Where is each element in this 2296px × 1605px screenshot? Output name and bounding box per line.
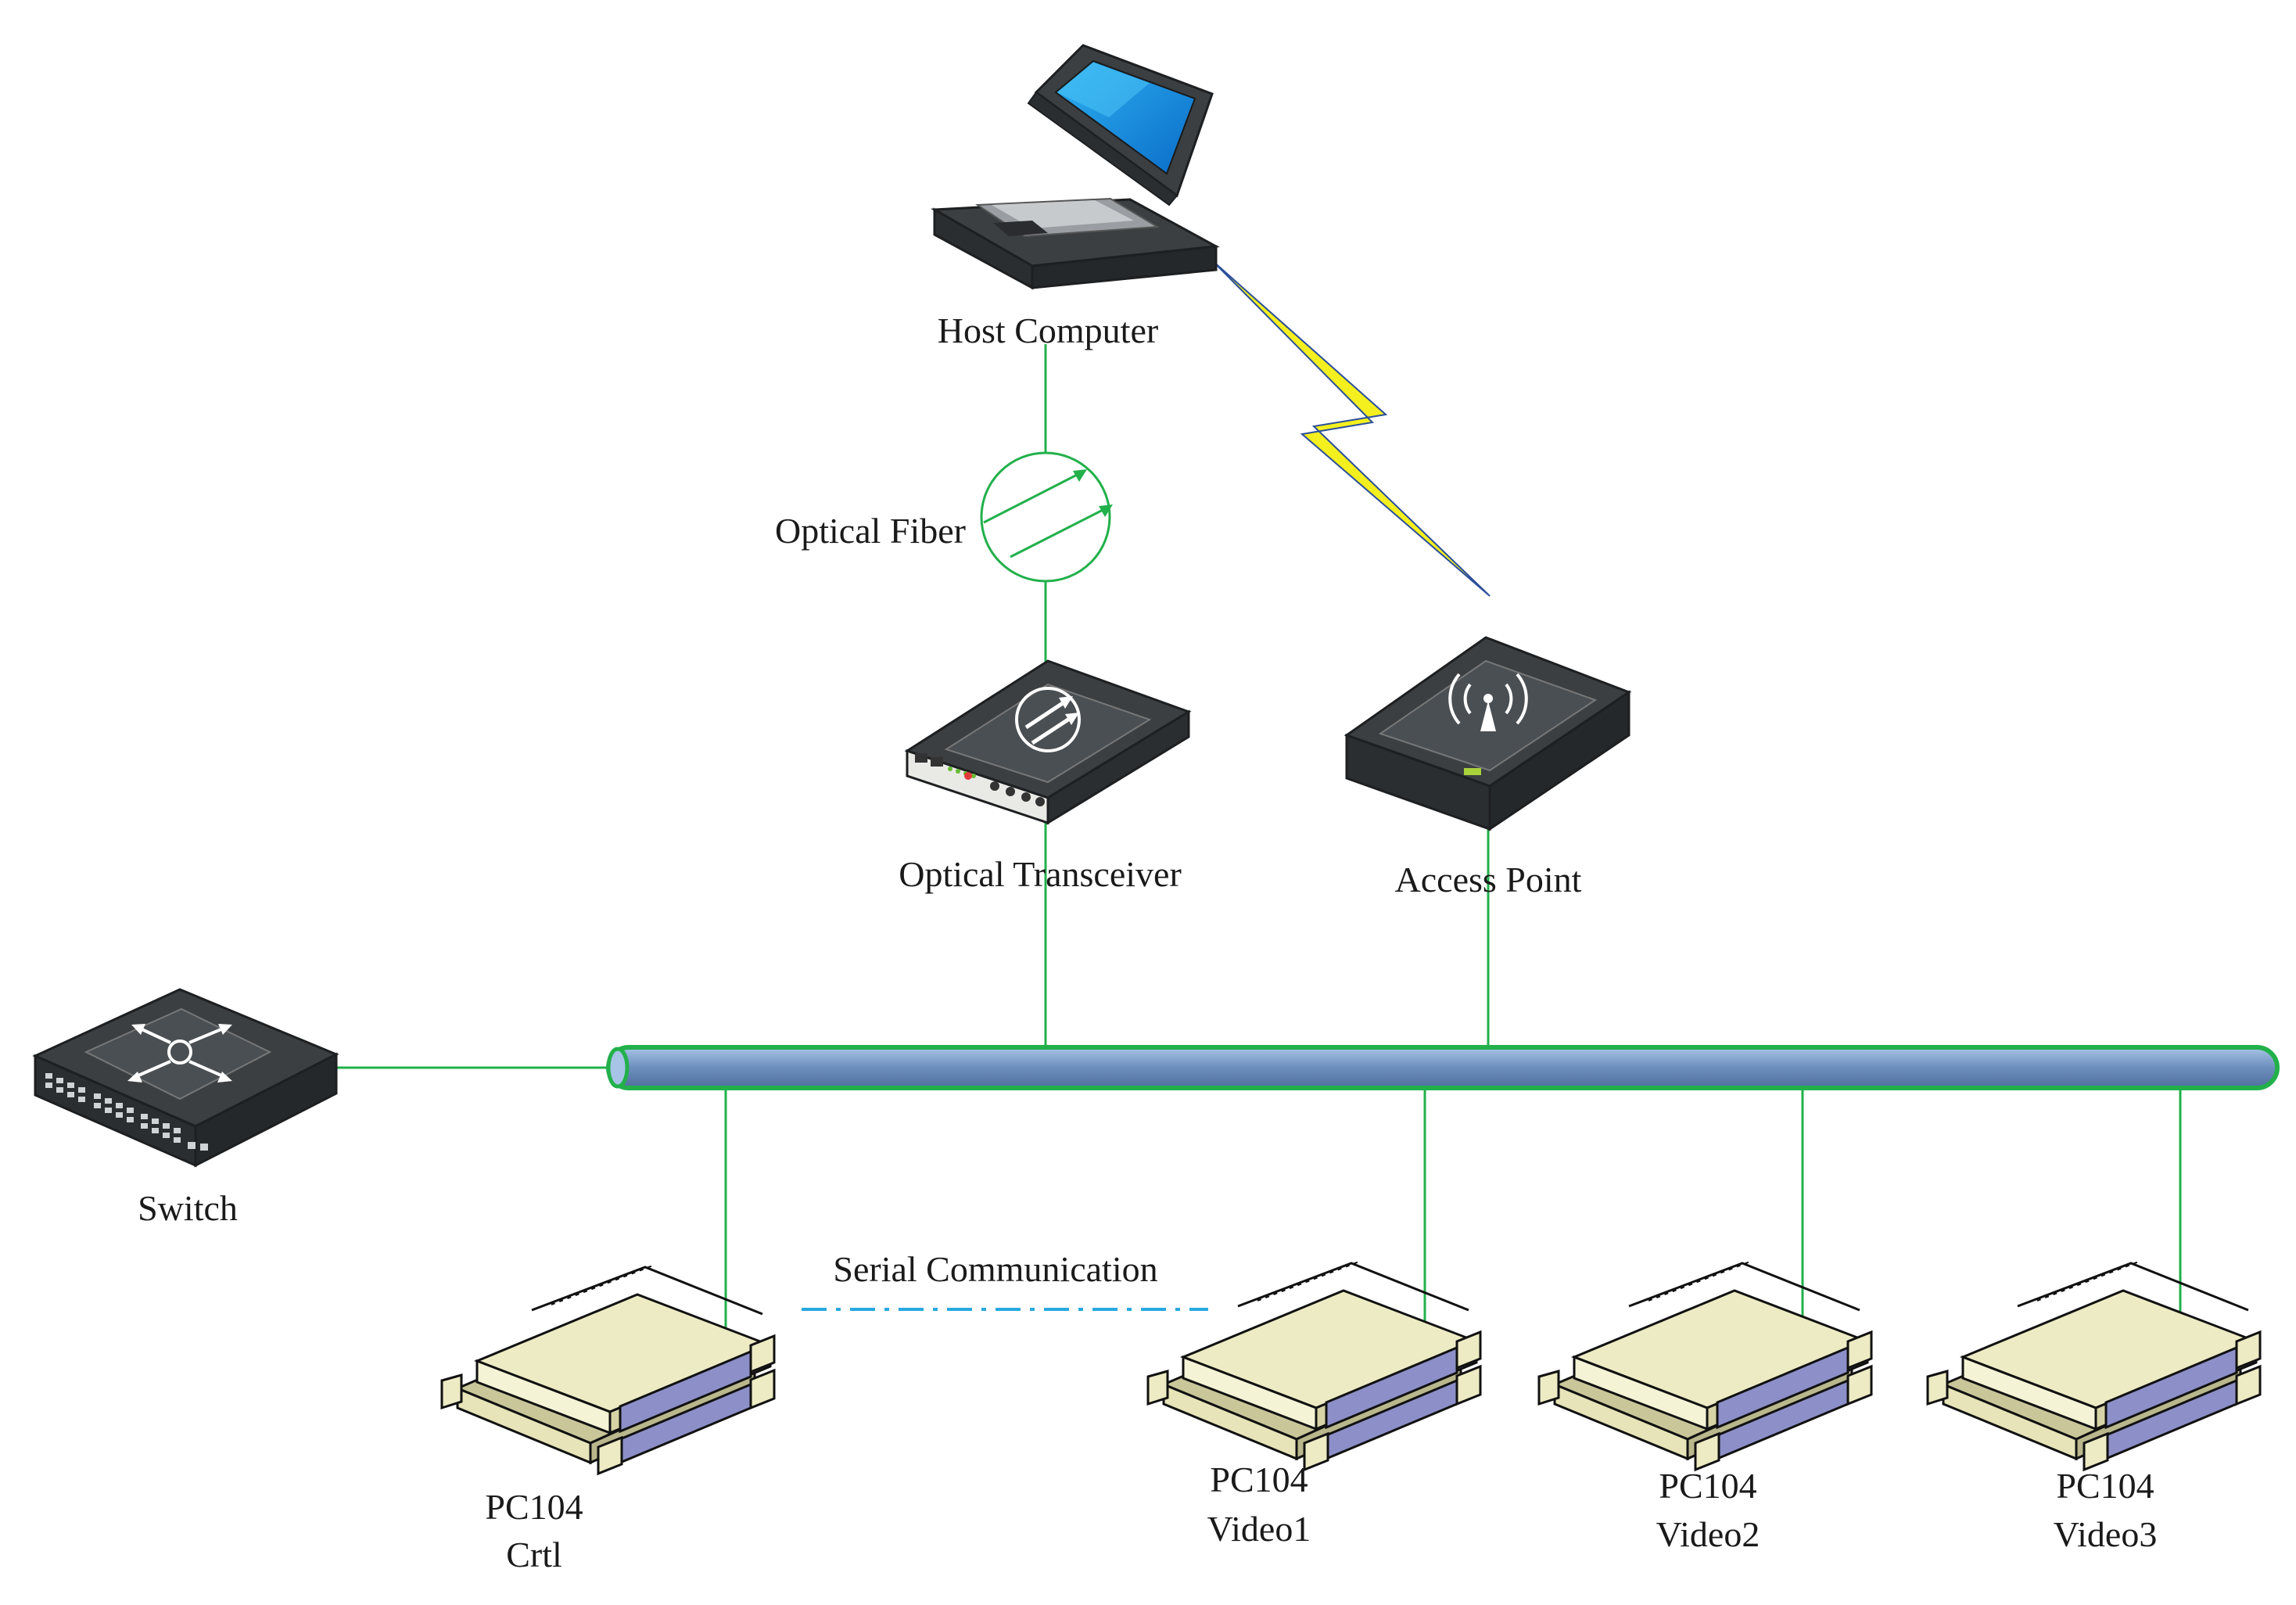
- serial-communication-label: Serial Communication: [833, 1249, 1157, 1289]
- pc104-board-icon: [440, 1264, 776, 1475]
- optical-transceiver-icon: [904, 659, 1192, 825]
- optical-fiber-label: Optical Fiber: [775, 511, 966, 551]
- pc-video2-label-line2: Video2: [1656, 1514, 1760, 1554]
- pc104-board-icon: [1926, 1260, 2262, 1471]
- pc-video1-label-line2: Video1: [1207, 1509, 1311, 1549]
- access-point-label: Access Point: [1395, 860, 1582, 899]
- pc104-board-icon: [1537, 1260, 1873, 1471]
- pc-video1-label-line1: PC104: [1210, 1460, 1308, 1499]
- pc104-board-icon: [1146, 1260, 1482, 1471]
- pc-video3-label-line1: PC104: [2056, 1466, 2154, 1506]
- ethernet-bus: [606, 1045, 2280, 1090]
- pc-crtl-label-line1: PC104: [485, 1487, 583, 1527]
- pc-crtl-label-line2: Crtl: [506, 1535, 562, 1574]
- pc-video3-label-line2: Video3: [2054, 1514, 2158, 1554]
- lightning-icon: [1211, 260, 1491, 597]
- switch-label: Switch: [138, 1188, 238, 1228]
- pc-video2-label-line1: PC104: [1659, 1466, 1756, 1506]
- laptop-icon: [930, 44, 1220, 290]
- optical-fiber-icon: [980, 451, 1113, 583]
- optical-transceiver-label: Optical Transceiver: [899, 854, 1182, 894]
- links: [227, 344, 2182, 1330]
- network-switch-icon: [32, 988, 339, 1168]
- host-computer-label: Host Computer: [938, 311, 1158, 350]
- wireless-access-point-icon: [1344, 636, 1632, 831]
